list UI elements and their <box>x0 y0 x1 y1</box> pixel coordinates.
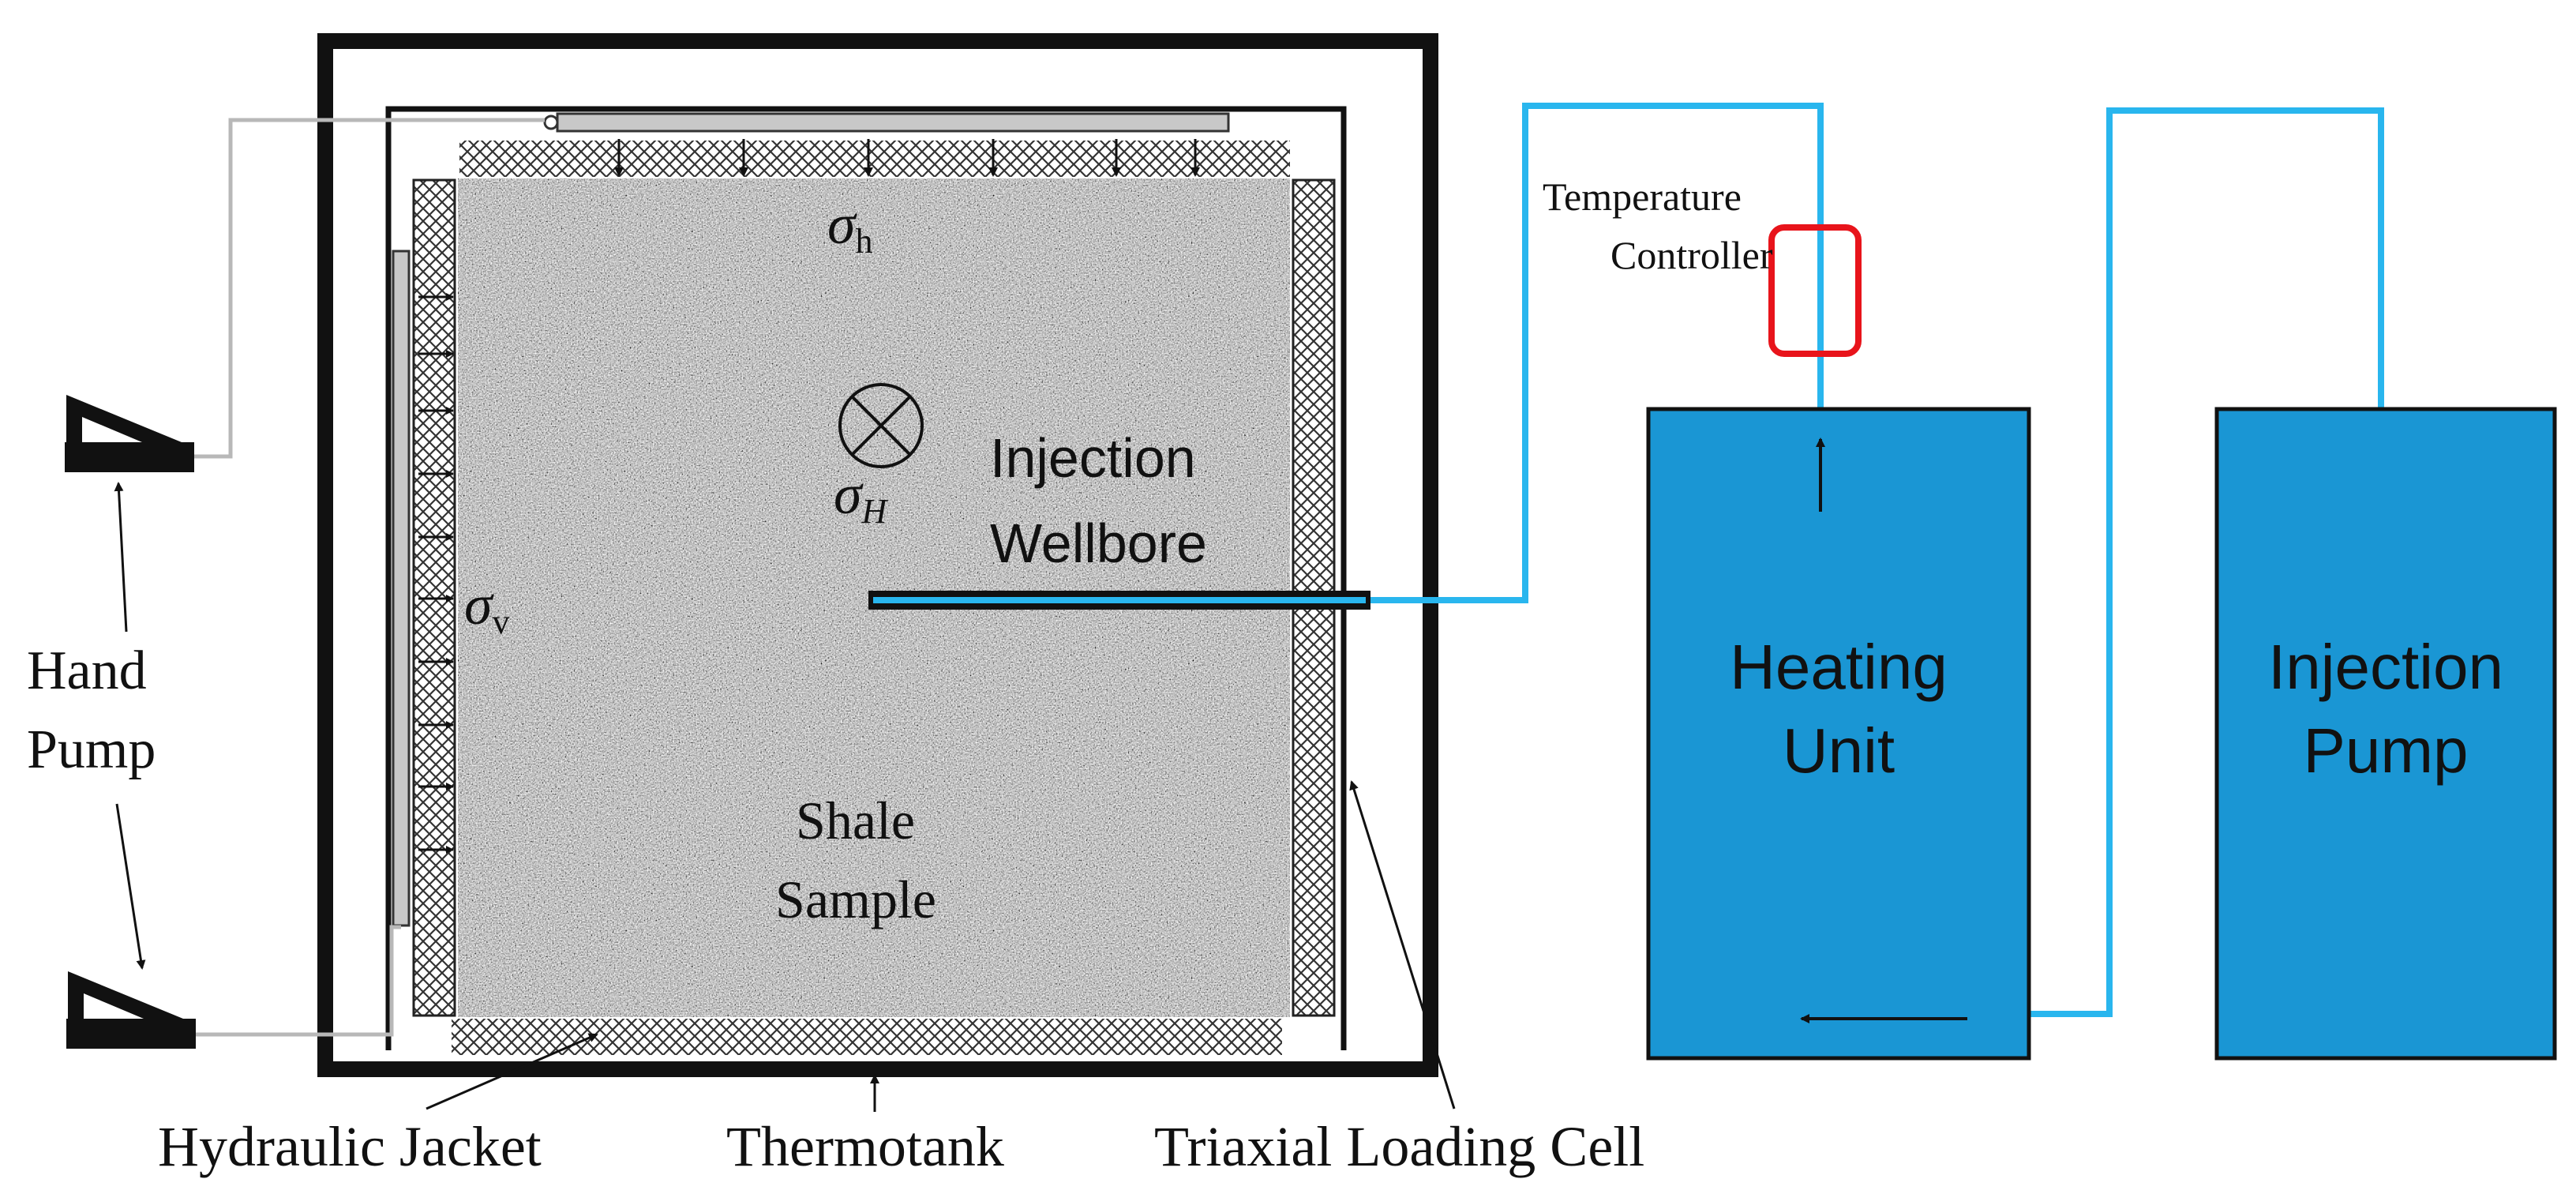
sigma-H-out-of-plane-symbol <box>838 383 924 468</box>
thermotank-label: Thermotank <box>726 1115 1004 1178</box>
heating-unit-to-wellbore-line <box>1370 103 1824 603</box>
vertical-stress-arrows <box>614 139 1200 177</box>
heating-unit <box>1646 407 2031 1061</box>
shale-sample-label-line2: Sample <box>775 869 936 929</box>
triaxial-loading-cell-frame <box>385 106 1347 1050</box>
injection-wellbore-label-line2: Wellbore <box>990 513 1207 574</box>
thermotank-frame <box>317 33 1438 1077</box>
triaxial-loading-cell-pointer <box>1349 780 1456 1110</box>
injection-pump-label-line1: Injection <box>2268 632 2503 702</box>
upper-hand-pump <box>65 395 194 472</box>
lower-hand-pump-line <box>194 925 401 1037</box>
sigma-h-label: σh <box>827 193 873 261</box>
hydraulic-jacket-pointer <box>426 1033 598 1110</box>
heating-unit-label-line2: Unit <box>1783 715 1895 786</box>
sigma-v-label: σv <box>464 573 510 641</box>
shale-sample-label-line1: Shale <box>796 790 915 850</box>
bottom-hydraulic-jacket <box>452 1019 1282 1055</box>
hand-pump-label-line1: Hand <box>27 640 147 701</box>
temperature-controller-label-line2: Controller <box>1610 233 1773 277</box>
hand-pump-label-line2: Pump <box>27 719 156 780</box>
hand-pump-pointer-lower <box>115 803 146 970</box>
top-piston-valve <box>543 115 559 130</box>
injection-pump <box>2214 407 2557 1061</box>
top-hydraulic-jacket <box>459 141 1290 177</box>
lower-hand-pump <box>66 971 196 1049</box>
heating-unit-label-line1: Heating <box>1730 632 1948 702</box>
injection-pump-label-line2: Pump <box>2304 715 2469 786</box>
horizontal-stress-arrows <box>418 293 454 854</box>
injection-wellbore-label-line1: Injection <box>990 427 1196 489</box>
injection-pump-to-heating-unit-line <box>2010 107 2384 1017</box>
top-loading-piston <box>556 112 1230 133</box>
temperature-controller <box>1768 224 1862 357</box>
temperature-controller-label-line1: Temperature <box>1543 175 1742 219</box>
left-loading-piston <box>392 250 411 927</box>
triaxial-loading-cell-label: Triaxial Loading Cell <box>1154 1115 1644 1178</box>
upper-hand-pump-line <box>193 118 545 459</box>
hydraulic-jacket-label: Hydraulic Jacket <box>158 1115 542 1178</box>
hand-pump-pointer-upper <box>114 482 128 633</box>
sigma-H-label: σH <box>834 463 889 531</box>
